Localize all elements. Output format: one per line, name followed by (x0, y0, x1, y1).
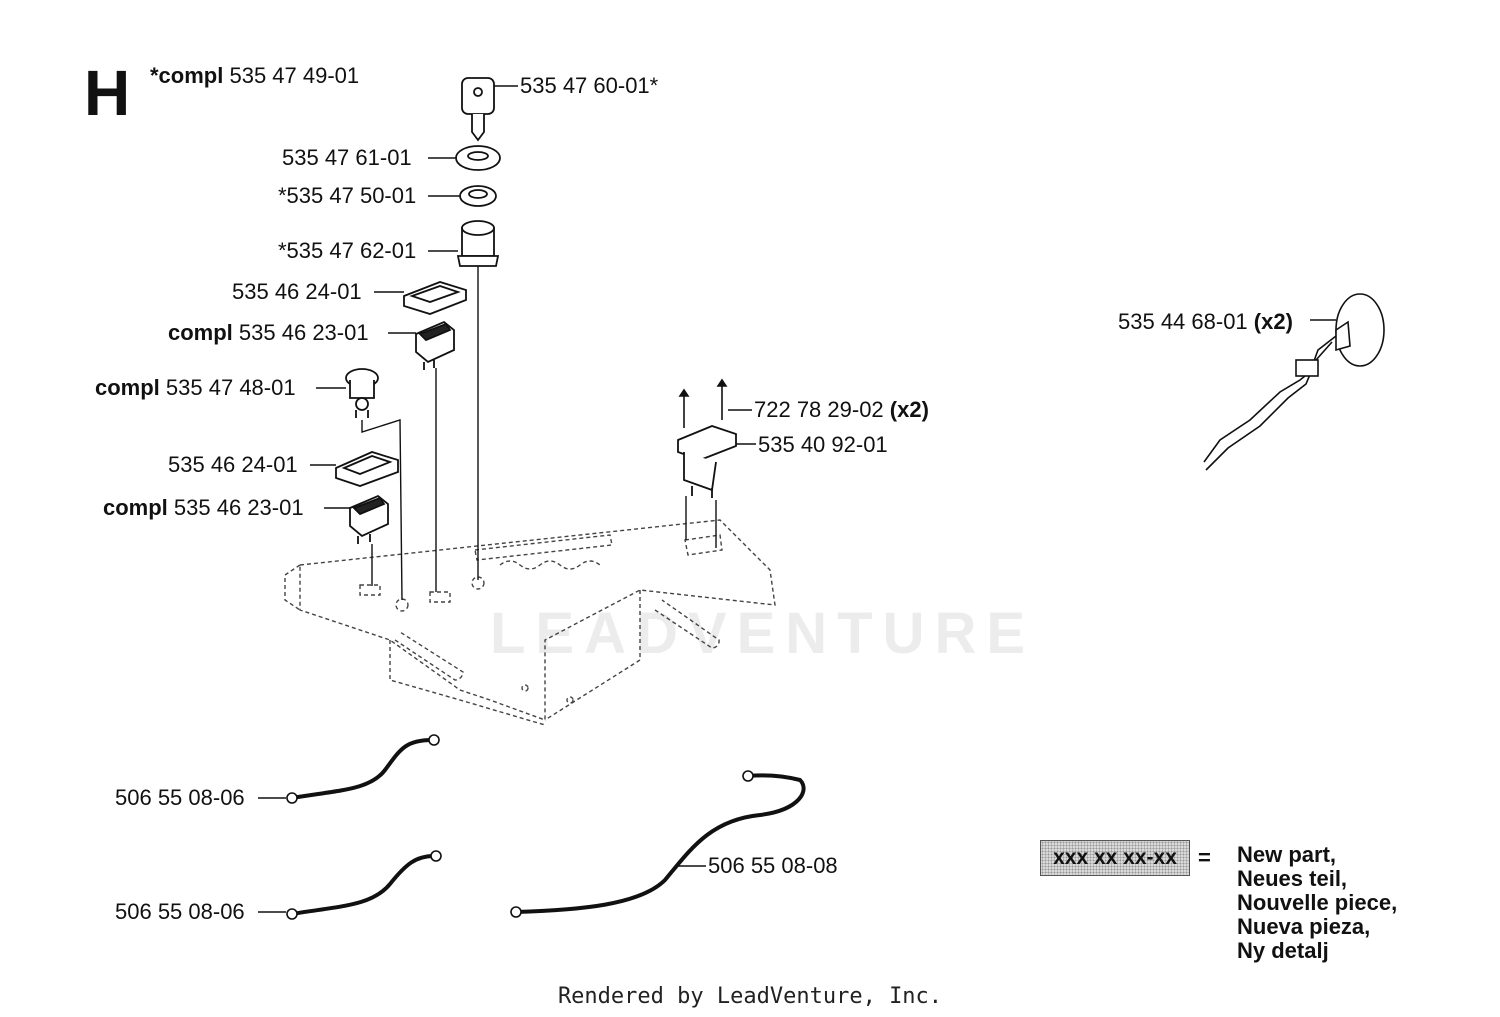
legend-text: New part, Neues teil, Nouvelle piece, Nu… (1237, 843, 1397, 963)
socket-part (345, 368, 379, 418)
legend-line: Nueva pieza, (1237, 914, 1371, 939)
label-switch-1-number: 535 46 23-01 (238, 320, 369, 345)
legend-code-box: xxx xx xx-xx (1040, 840, 1190, 876)
compl-header-number: 535 47 49-01 (229, 63, 360, 88)
ignition-switch-part (456, 220, 500, 267)
label-lamp-qty: (x2) (1253, 309, 1293, 334)
label-switch-2-prefix: compl (103, 495, 168, 520)
label-switch-2: compl 535 46 23-01 (103, 496, 304, 520)
label-screw-number: 722 78 29-02 (754, 397, 884, 422)
label-cable-2: 506 55 08-06 (115, 899, 245, 924)
label-screw-qty: (x2) (889, 397, 929, 422)
ring-part (455, 145, 501, 171)
label-cable-3: 506 55 08-08 (708, 853, 838, 878)
watermark-text: LEADVENTURE (490, 601, 1036, 666)
label-washer: *535 47 50-01 (278, 183, 417, 208)
compl-header-label: *compl 535 47 49-01 (150, 64, 359, 88)
cable-3-part (510, 770, 806, 918)
footer-credit: Rendered by LeadVenture, Inc. (557, 984, 943, 1009)
switch-2-part (349, 494, 389, 544)
key-part (461, 77, 495, 142)
legend-line: New part, (1237, 842, 1337, 867)
screw-part (678, 378, 728, 428)
legend-equals: = (1198, 845, 1211, 870)
label-switch-1: compl 535 46 23-01 (168, 321, 369, 345)
label-relay: 535 40 92-01 (758, 432, 888, 457)
legend-line: Ny detalj (1237, 938, 1329, 963)
cable-2-part (286, 850, 442, 920)
label-cover-1: 535 46 24-01 (232, 279, 362, 304)
cable-1-part (286, 734, 440, 804)
relay-part (677, 425, 737, 498)
label-lamp: 535 44 68-01 (x2) (1118, 310, 1293, 334)
label-cover-2: 535 46 24-01 (168, 452, 298, 477)
label-ring: 535 47 61-01 (282, 145, 412, 170)
label-socket: compl 535 47 48-01 (95, 376, 296, 400)
washer-part (459, 185, 497, 207)
label-ignition-switch: *535 47 62-01 (278, 238, 417, 263)
cover-1-part (403, 281, 467, 315)
label-lamp-number: 535 44 68-01 (1118, 309, 1248, 334)
compl-header-prefix: *compl (150, 63, 224, 88)
label-switch-2-number: 535 46 23-01 (173, 495, 304, 520)
lamp-part (1203, 293, 1385, 471)
cover-2-part (335, 451, 399, 487)
label-cable-1: 506 55 08-06 (115, 785, 245, 810)
label-socket-prefix: compl (95, 375, 160, 400)
label-socket-number: 535 47 48-01 (165, 375, 296, 400)
legend-line: Nouvelle piece, (1237, 890, 1398, 915)
legend-line: Neues teil, (1237, 866, 1348, 891)
switch-1-part (415, 320, 455, 370)
label-switch-1-prefix: compl (168, 320, 233, 345)
dashboard-panel (284, 519, 776, 726)
label-key: 535 47 60-01* (520, 73, 659, 98)
label-screw: 722 78 29-02 (x2) (754, 398, 929, 422)
section-letter: H (84, 57, 131, 129)
